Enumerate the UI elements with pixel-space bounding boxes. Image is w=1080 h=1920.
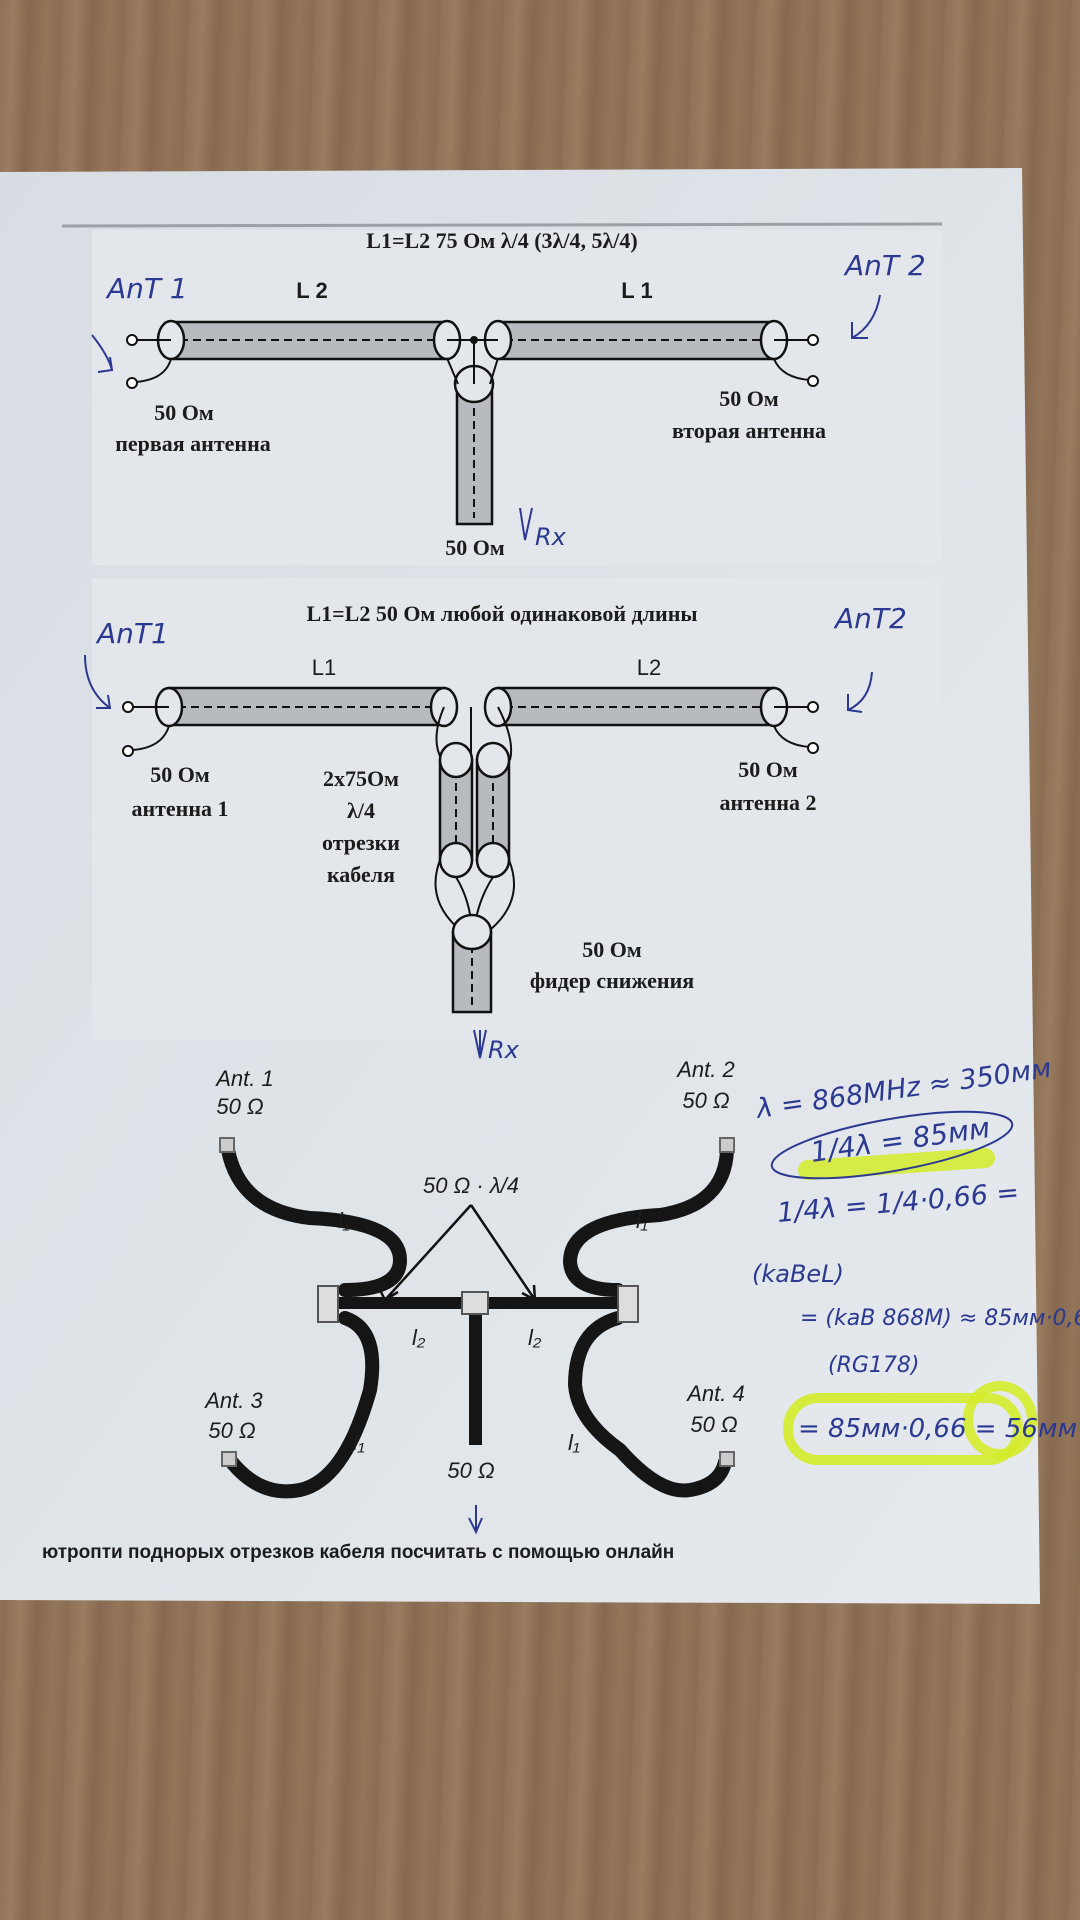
left-caption: первая антенна: [115, 431, 271, 456]
l1-label: l₁: [353, 1430, 365, 1455]
diagram-3: Ant. 1 50 Ω Ant. 2 50 Ω Ant. 3 50 Ω Ant.…: [203, 1057, 745, 1535]
bottom-impedance: 50 Ом: [445, 535, 505, 560]
hand-arrow-ant1-icon: [84, 654, 112, 709]
cable-label-l1: L 1: [621, 278, 652, 303]
terminal-left: [122, 701, 170, 757]
left-impedance: 50 Ом: [150, 762, 210, 787]
middle-line-4: кабеля: [327, 862, 395, 887]
middle-line-3: отрезки: [322, 830, 400, 855]
right-caption: антенна 2: [719, 790, 816, 815]
coax-cable-right: [483, 319, 789, 361]
l1-label: l₁: [568, 1430, 580, 1455]
cable-label-l2: L 2: [296, 278, 327, 303]
cable-l1-ant2: [562, 1143, 734, 1297]
hand-rx: Rx: [535, 523, 567, 551]
l1-label: l₁: [338, 1208, 350, 1233]
cable-l1-ant3: [223, 1311, 380, 1499]
cable-l2-left: [336, 1297, 466, 1309]
hand-arrow-ant2-icon: [847, 671, 873, 713]
right-impedance: 50 Ом: [719, 386, 779, 411]
cable-l1-ant4: [567, 1311, 732, 1498]
hand-ant2: AnT2: [833, 602, 907, 635]
left-caption: антенна 1: [131, 796, 228, 821]
ink-ellipse: [770, 1110, 1014, 1180]
terminal-left: [126, 334, 172, 389]
right-caption: вторая антенна: [672, 418, 826, 443]
output-impedance: 50 Ω: [447, 1458, 494, 1483]
diagram-1: L1=L2 75 Ом λ/4 (3λ/4, 5λ/4) L 2 L 1: [91, 228, 926, 560]
highlight-loop: [783, 1393, 1023, 1465]
highlight-stroke: [798, 1148, 995, 1180]
cable-label-l2: L2: [637, 655, 661, 680]
hand-arrow-output-icon: [468, 1505, 483, 1535]
coax-cable-down: [446, 336, 499, 526]
ant3-name: Ant. 3: [203, 1388, 263, 1413]
panel-2: [92, 578, 942, 1040]
highlight-circle: [963, 1381, 1037, 1459]
hand-ant1: AnT 1: [105, 272, 188, 305]
hand-rx: Rx: [488, 1036, 520, 1064]
ant1-name: Ant. 1: [214, 1066, 273, 1091]
top-rule: [61, 222, 943, 228]
panel-1: [92, 230, 942, 565]
l2-label: l₂: [412, 1325, 426, 1350]
cable-l1-ant1: [221, 1143, 408, 1297]
left-impedance: 50 Ом: [154, 400, 214, 425]
note-line-5: = (kaB 868M) ≈ 85мм·0,66: [800, 1306, 1080, 1331]
middle-line-1: 2х75Ом: [323, 766, 399, 791]
l2-label: l₂: [528, 1325, 542, 1350]
terminal-right: [773, 334, 819, 387]
right-impedance: 50 Ом: [738, 757, 798, 782]
ant4-impedance: 50 Ω: [690, 1412, 737, 1437]
coax-cable-left: [156, 319, 462, 361]
coax-cable-right: [483, 686, 789, 728]
note-line-4: (kaBeL): [752, 1260, 844, 1288]
feeder-caption: фидер снижения: [530, 968, 694, 993]
ant2-impedance: 50 Ω: [682, 1088, 729, 1113]
note-line-6: (RG178): [828, 1353, 920, 1378]
hand-ant1: AnT1: [95, 617, 169, 650]
diagram-2: L1=L2 50 Ом любой одинаковой длины L1 L2: [84, 601, 907, 1064]
hand-arrow-ant2-icon: [851, 294, 881, 339]
hand-ant2: AnT 2: [843, 249, 926, 282]
pointer-arrows-icon: [376, 1204, 537, 1303]
coax-cable-left: [154, 686, 459, 728]
t-connector-icon: [317, 1285, 639, 1323]
diagram2-title: L1=L2 50 Ом любой одинаковой длины: [306, 601, 697, 626]
quarter-wave-75-ohm-sections: [434, 706, 516, 931]
hand-arrow-ant1-icon: [91, 334, 114, 373]
footer-cut-text: ютропти поднорых отрезков кабеля посчита…: [42, 1542, 674, 1563]
cable-l2-right: [484, 1297, 620, 1309]
cable-output: [469, 1310, 482, 1445]
cable-label-l1: L1: [312, 655, 336, 680]
antenna-connectors: [219, 1137, 735, 1467]
ant1-impedance: 50 Ω: [216, 1094, 263, 1119]
feeder-impedance: 50 Ом: [582, 937, 642, 962]
terminal-right: [773, 701, 819, 754]
diagram1-title: L1=L2 75 Ом λ/4 (3λ/4, 5λ/4): [366, 228, 637, 253]
quarter-wave-label: 50 Ω · λ/4: [423, 1173, 519, 1198]
hand-arrow-rx-icon: [519, 507, 533, 541]
ant3-impedance: 50 Ω: [208, 1418, 255, 1443]
feeder-cable: [451, 913, 493, 1014]
middle-line-2: λ/4: [347, 798, 375, 823]
hand-arrow-rx-icon: [473, 1029, 487, 1059]
l1-label: l₁: [636, 1208, 648, 1233]
ant2-name: Ant. 2: [675, 1057, 734, 1082]
note-line-7: = 85мм·0,66 = 56мм: [798, 1414, 1077, 1444]
ant4-name: Ant. 4: [685, 1381, 744, 1406]
